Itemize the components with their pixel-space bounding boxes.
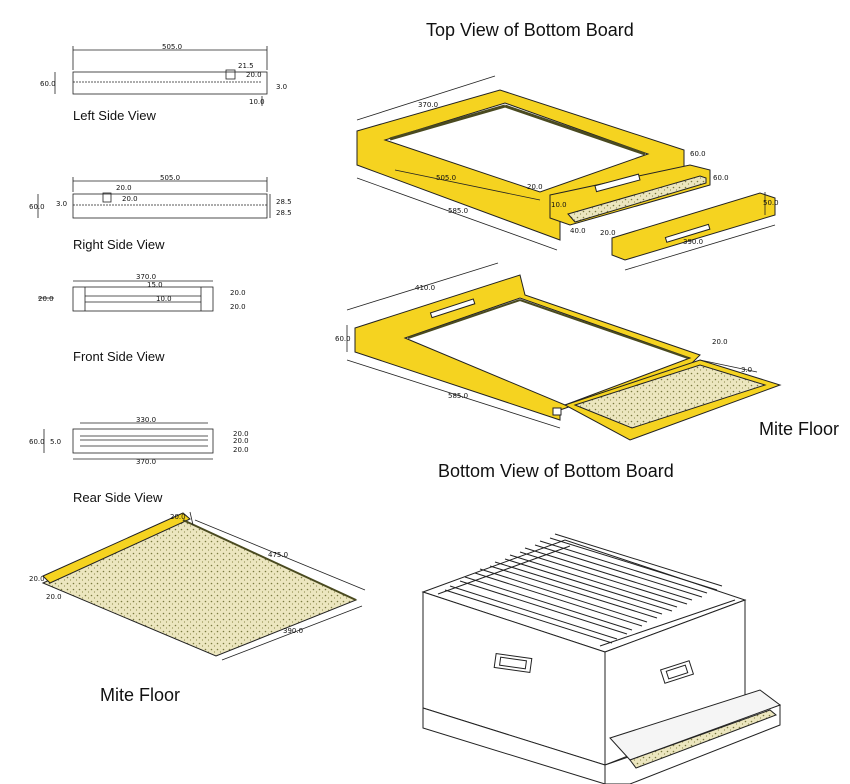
dim-top-10: 10.0 <box>551 201 567 209</box>
top-view-dimension-lines <box>356 75 776 271</box>
assembled-hive-box <box>421 539 782 784</box>
right-side-view-drawing <box>37 177 271 219</box>
left-side-view-drawing <box>54 46 268 106</box>
dim-right-d4: 28.5 <box>276 198 292 206</box>
dim-left-length: 505.0 <box>162 43 182 51</box>
dim-top-width: 370.0 <box>418 101 438 109</box>
dim-mite-t1: 20.0 <box>170 513 186 521</box>
dim-top-20: 20.0 <box>527 183 543 191</box>
top-view-bottom-board <box>356 89 776 261</box>
dim-top-inner: 505.0 <box>436 174 456 182</box>
label-right-side-view: Right Side View <box>73 237 165 252</box>
dim-top-20b: 20.0 <box>600 229 616 237</box>
dim-front-d3: 10.0 <box>156 295 172 303</box>
title-mite-floor-bottom: Mite Floor <box>100 685 181 705</box>
dim-mite-length: 475.0 <box>268 551 288 559</box>
dim-front-d2: 20.0 <box>38 295 54 303</box>
dim-right-d1: 20.0 <box>116 184 132 192</box>
dim-bottom-20: 20.0 <box>712 338 728 346</box>
dim-front-d4: 20.0 <box>230 289 246 297</box>
dim-left-d2: 20.0 <box>246 71 262 79</box>
dim-front-d1: 15.0 <box>147 281 163 289</box>
dim-front-width: 370.0 <box>136 273 156 281</box>
dim-top-60b: 60.0 <box>713 174 729 182</box>
dim-bottom-3: 3.0 <box>741 366 752 374</box>
dim-right-d3: 3.0 <box>56 200 67 208</box>
rear-side-view-drawing <box>43 422 214 460</box>
dim-front-d5: 20.0 <box>230 303 246 311</box>
dim-rear-d2: 20.0 <box>233 437 249 445</box>
dim-top-390: 390.0 <box>683 238 703 246</box>
mite-floor-dimension-lines <box>189 511 366 661</box>
title-bottom-view: Bottom View of Bottom Board <box>438 461 674 481</box>
dim-bottom-height: 60.0 <box>335 335 351 343</box>
dim-top-60a: 60.0 <box>690 150 706 158</box>
dim-right-d2: 20.0 <box>122 195 138 203</box>
dim-right-d5: 28.5 <box>276 209 292 217</box>
bottom-view-bottom-board <box>354 274 782 441</box>
dim-rear-inner: 330.0 <box>136 416 156 424</box>
bottom-view-dimension-lines <box>346 262 758 429</box>
title-mite-floor-right: Mite Floor <box>759 419 840 439</box>
dim-top-50: 50.0 <box>763 199 779 207</box>
dim-mite-t3: 20.0 <box>46 593 62 601</box>
dim-left-d4: 10.0 <box>249 98 265 106</box>
dim-rear-outer: 370.0 <box>136 458 156 466</box>
dim-mite-t2: 20.0 <box>29 575 45 583</box>
mite-floor-panel <box>41 512 358 657</box>
dim-bottom-width: 410.0 <box>415 284 435 292</box>
dim-rear-d1: 20.0 <box>233 430 249 438</box>
dim-bottom-length: 585.0 <box>448 392 468 400</box>
dim-right-length: 505.0 <box>160 174 180 182</box>
hive-frames <box>437 533 736 647</box>
dim-left-d3: 3.0 <box>276 83 287 91</box>
dim-left-d1: 21.5 <box>238 62 254 70</box>
front-side-view-drawing <box>38 280 214 312</box>
dim-rear-d3: 20.0 <box>233 446 249 454</box>
dim-top-length: 585.0 <box>448 207 468 215</box>
dim-rear-slot: 5.0 <box>50 438 61 446</box>
dim-mite-width: 390.0 <box>283 627 303 635</box>
dim-rear-height: 60.0 <box>29 438 45 446</box>
label-left-side-view: Left Side View <box>73 108 156 123</box>
dim-right-height: 60.0 <box>29 203 45 211</box>
label-rear-side-view: Rear Side View <box>73 490 163 505</box>
dim-top-40: 40.0 <box>570 227 586 235</box>
title-top-view: Top View of Bottom Board <box>426 20 634 40</box>
dim-left-height: 60.0 <box>40 80 56 88</box>
label-front-side-view: Front Side View <box>73 349 165 364</box>
